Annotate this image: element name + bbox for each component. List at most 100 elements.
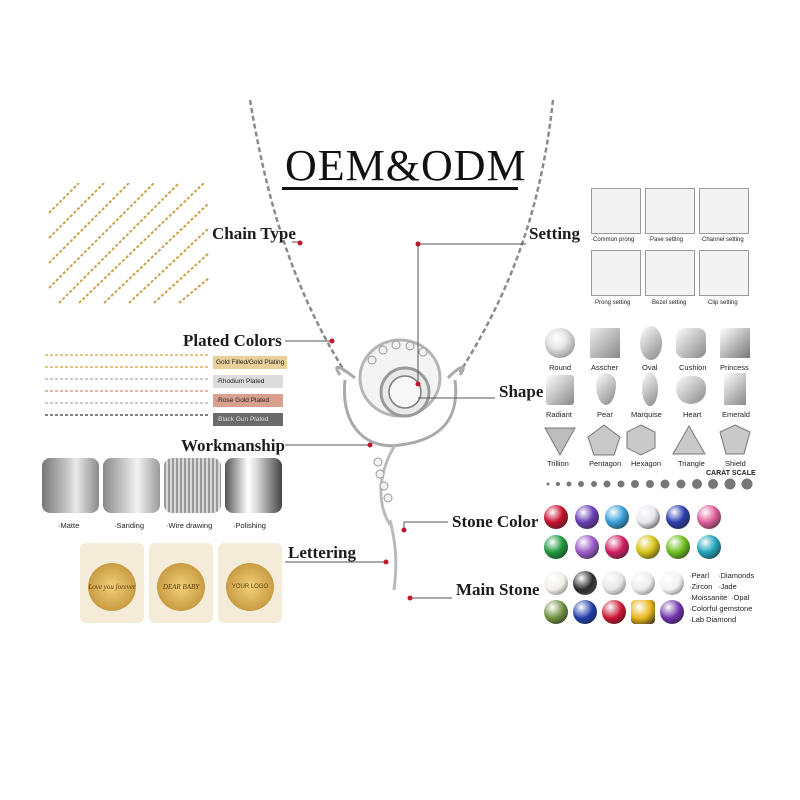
cushion-shape-icon bbox=[676, 328, 706, 358]
chain-type-image bbox=[48, 183, 209, 304]
shape-cushion: Cushion bbox=[679, 363, 707, 372]
trillion-shape-icon bbox=[544, 427, 576, 457]
center-stone bbox=[388, 375, 422, 409]
connector-lines bbox=[285, 241, 526, 599]
stone-color-gem bbox=[605, 535, 629, 559]
stone-type-colorful-gemstone: ·Colorful gemstone bbox=[689, 604, 753, 613]
workmanship-wire-drawing: ·Wire drawing bbox=[166, 521, 213, 530]
stone-color-gem bbox=[696, 535, 721, 559]
clip-setting-image bbox=[699, 250, 749, 296]
main-stone-gem bbox=[631, 600, 655, 624]
workmanship-matte: ·Matte bbox=[58, 521, 80, 530]
shape-shield: Shield bbox=[725, 459, 746, 468]
sanding-ring-image bbox=[103, 458, 160, 513]
stone-color-gem bbox=[666, 505, 690, 529]
shape-radiant: Radiant bbox=[546, 410, 572, 419]
wire-drawing-ring-image bbox=[164, 458, 221, 513]
chain-type-label: Chain Type bbox=[212, 224, 296, 243]
main-stone-gem bbox=[602, 600, 626, 624]
main-stone-gem bbox=[573, 600, 597, 624]
main-stone-gem bbox=[544, 600, 568, 624]
shape-pear: Pear bbox=[597, 410, 613, 419]
shape-heart: Heart bbox=[683, 410, 702, 419]
setting-prong: ·Prong setting bbox=[593, 300, 631, 306]
shape-row-3-icons bbox=[544, 424, 751, 457]
round-shape-icon bbox=[545, 328, 575, 358]
setting-label: Setting bbox=[529, 224, 580, 243]
stone-type-zircon: ·Zircon bbox=[689, 582, 713, 591]
polishing-ring-image bbox=[225, 458, 282, 513]
pear-shape-icon bbox=[596, 373, 616, 405]
triangle-shape-icon bbox=[672, 424, 706, 455]
title-underline bbox=[282, 187, 518, 190]
workmanship-polishing: ·Polishing bbox=[233, 521, 266, 530]
shape-label: Shape bbox=[499, 382, 544, 401]
stone-type-jade: ·Jade bbox=[718, 582, 737, 591]
chain-right bbox=[458, 99, 555, 373]
plating-black-gun-swatch: ·Black Gun Plated bbox=[213, 413, 283, 426]
main-stone-gem bbox=[660, 571, 684, 595]
shape-triangle: Triangle bbox=[678, 459, 705, 468]
plating-rhodium-swatch: ·Rhodium Plated bbox=[213, 375, 283, 388]
main-stone-gem bbox=[660, 600, 684, 624]
lettering-text-3: YOUR LOGO bbox=[226, 563, 274, 611]
heart-shape-icon bbox=[676, 376, 706, 404]
stone-color-gem bbox=[635, 505, 660, 529]
matte-ring-image bbox=[42, 458, 99, 513]
common-prong-image bbox=[591, 188, 641, 234]
stone-color-gem bbox=[574, 505, 599, 529]
main-stone-gem bbox=[544, 571, 568, 595]
lettering-pendant-2: DEAR BABY bbox=[149, 543, 213, 623]
pentagon-shape-icon bbox=[587, 424, 621, 456]
pave-stones bbox=[367, 340, 428, 503]
stone-color-gem bbox=[544, 535, 568, 559]
asscher-shape-icon bbox=[590, 328, 620, 358]
oval-shape-icon bbox=[640, 326, 662, 360]
prong-setting-image bbox=[591, 250, 641, 296]
stone-type-diamonds: ·Diamonds bbox=[718, 571, 755, 580]
shape-round: Round bbox=[549, 363, 572, 372]
plating-rose-gold-swatch: ·Rose Gold Plated bbox=[213, 394, 283, 407]
marquise-shape-icon bbox=[642, 372, 658, 406]
workmanship-label: Workmanship bbox=[181, 436, 285, 455]
shape-trillion: Trillion bbox=[547, 459, 569, 468]
workmanship-sanding: ·Sanding bbox=[114, 521, 145, 530]
shape-pentagon: Pentagon bbox=[589, 459, 622, 468]
lettering-pendant-3: YOUR LOGO bbox=[218, 543, 282, 623]
lettering-label: Lettering bbox=[288, 543, 356, 562]
emerald-shape-icon bbox=[724, 373, 746, 405]
radiant-shape-icon bbox=[546, 375, 574, 405]
chain-left bbox=[248, 99, 347, 373]
lettering-pendant-1: Love you forever bbox=[80, 543, 144, 623]
shape-asscher: Asscher bbox=[591, 363, 619, 372]
pave-setting-image bbox=[645, 188, 695, 234]
stone-color-gem bbox=[696, 505, 721, 529]
stone-color-gem bbox=[605, 505, 629, 529]
bezel-setting-image bbox=[645, 250, 695, 296]
stone-color-gem bbox=[666, 535, 690, 559]
stone-color-gem bbox=[635, 535, 660, 559]
shape-emerald: Emerald bbox=[722, 410, 750, 419]
setting-pave: ·Pave setting bbox=[648, 237, 684, 243]
shape-princess: Princess bbox=[720, 363, 749, 372]
stone-type-lab-diamond: ·Lab Diamond bbox=[689, 615, 737, 624]
setting-channel: ·Channel setting bbox=[700, 237, 744, 243]
lettering-text-1: Love you forever bbox=[88, 563, 136, 611]
carat-scale-dots bbox=[546, 478, 753, 490]
stone-color-label: Stone Color bbox=[452, 512, 539, 531]
page-title: OEM&ODM bbox=[285, 141, 527, 190]
lettering-text-2: DEAR BABY bbox=[157, 563, 205, 611]
shape-oval: Oval bbox=[642, 363, 658, 372]
plated-colors-label: Plated Colors bbox=[183, 331, 282, 350]
carat-scale-label: CARAT SCALE bbox=[706, 470, 756, 477]
main-stone-gem bbox=[573, 571, 597, 595]
hexagon-shape-icon bbox=[626, 424, 656, 456]
setting-common-prong: ·Common prong bbox=[591, 237, 635, 243]
main-stone-gem bbox=[631, 571, 655, 595]
stone-type-opal: ·Opal bbox=[731, 593, 750, 602]
main-stone-label: Main Stone bbox=[456, 580, 540, 599]
stone-color-gem bbox=[544, 505, 568, 529]
stone-type-moissanite: ·Moissanite bbox=[689, 593, 728, 602]
